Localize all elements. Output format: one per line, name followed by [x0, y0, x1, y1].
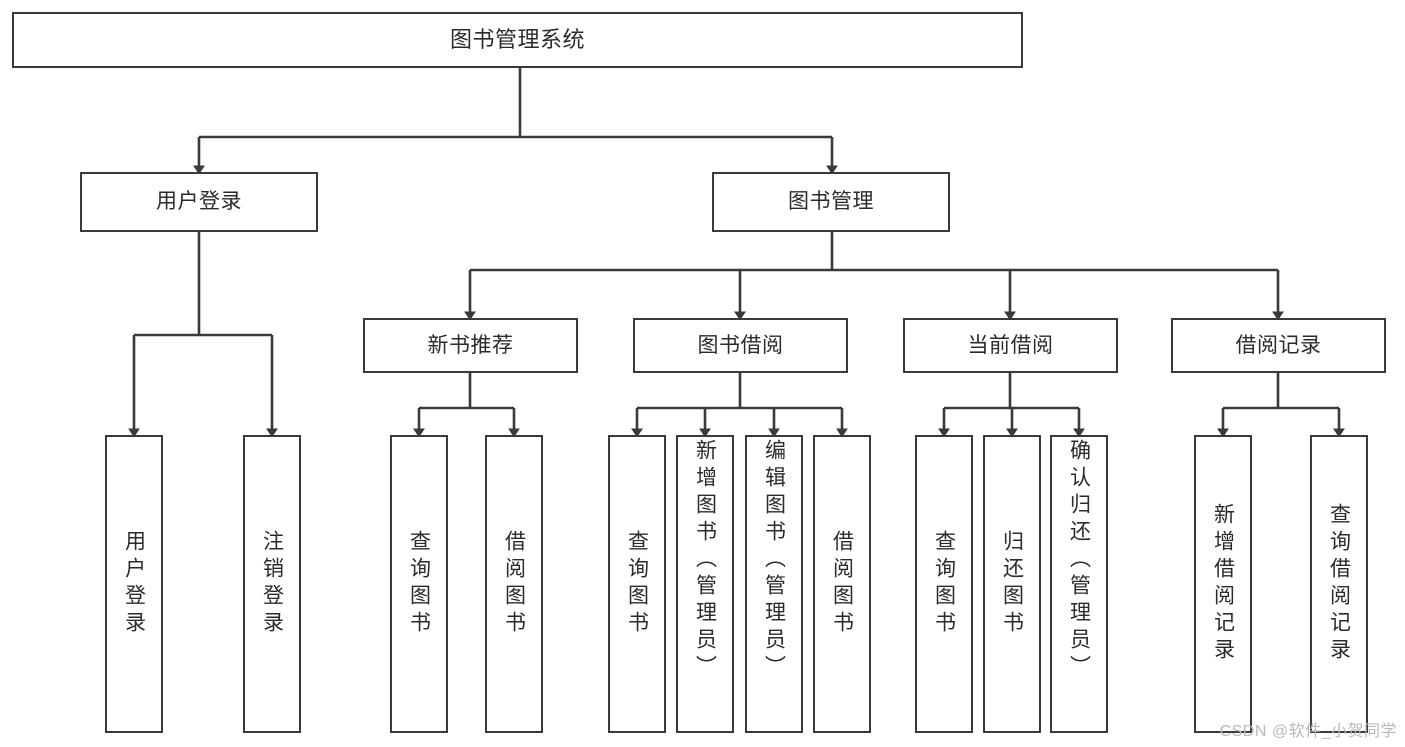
node-current-borrow[interactable]: 当前借阅: [903, 318, 1118, 373]
node-new-book-recommend-label: 新书推荐: [427, 333, 514, 357]
node-leaf-borrow-book-label: 借阅图书: [830, 530, 854, 638]
node-leaf-borrow-book-recommend[interactable]: 借阅图书: [485, 435, 543, 733]
node-leaf-edit-book-admin-label: 编辑图书（管理员）: [762, 439, 786, 682]
node-book-management[interactable]: 图书管理: [712, 172, 950, 232]
node-leaf-query-book-recommend-label: 查询图书: [407, 530, 431, 638]
node-leaf-query-borrow-record-label: 查询借阅记录: [1327, 503, 1351, 665]
node-leaf-add-book-admin-label: 新增图书（管理员）: [693, 439, 717, 682]
node-book-borrow-label: 图书借阅: [697, 333, 784, 357]
node-book-borrow[interactable]: 图书借阅: [633, 318, 848, 373]
node-leaf-user-login-label: 用户登录: [122, 530, 146, 638]
node-leaf-logout[interactable]: 注销登录: [243, 435, 301, 733]
node-leaf-return-book[interactable]: 归还图书: [983, 435, 1041, 733]
node-leaf-query-book-recommend[interactable]: 查询图书: [390, 435, 448, 733]
node-root-system[interactable]: 图书管理系统: [12, 12, 1023, 68]
node-leaf-borrow-book-recommend-label: 借阅图书: [502, 530, 526, 638]
node-leaf-user-login[interactable]: 用户登录: [105, 435, 163, 733]
node-leaf-edit-book-admin[interactable]: 编辑图书（管理员）: [745, 435, 803, 733]
node-leaf-add-borrow-record[interactable]: 新增借阅记录: [1194, 435, 1252, 733]
node-leaf-query-book-borrow[interactable]: 查询图书: [608, 435, 666, 733]
node-user-login[interactable]: 用户登录: [80, 172, 318, 232]
node-user-login-label: 用户登录: [156, 190, 242, 214]
node-leaf-confirm-return-admin[interactable]: 确认归还（管理员）: [1050, 435, 1108, 733]
node-new-book-recommend[interactable]: 新书推荐: [363, 318, 578, 373]
node-leaf-query-book-current-label: 查询图书: [932, 530, 956, 638]
node-leaf-confirm-return-admin-label: 确认归还（管理员）: [1067, 439, 1091, 682]
node-borrow-record[interactable]: 借阅记录: [1171, 318, 1386, 373]
node-current-borrow-label: 当前借阅: [967, 333, 1054, 357]
node-borrow-record-label: 借阅记录: [1235, 333, 1322, 357]
node-leaf-logout-label: 注销登录: [260, 530, 284, 638]
node-leaf-add-book-admin[interactable]: 新增图书（管理员）: [676, 435, 734, 733]
node-leaf-query-book-current[interactable]: 查询图书: [915, 435, 973, 733]
node-root-system-label: 图书管理系统: [449, 26, 585, 52]
node-leaf-query-book-borrow-label: 查询图书: [625, 530, 649, 638]
node-leaf-borrow-book[interactable]: 借阅图书: [813, 435, 871, 733]
node-leaf-query-borrow-record[interactable]: 查询借阅记录: [1310, 435, 1368, 733]
node-leaf-return-book-label: 归还图书: [1000, 530, 1024, 638]
node-book-management-label: 图书管理: [788, 190, 874, 214]
node-leaf-add-borrow-record-label: 新增借阅记录: [1211, 503, 1235, 665]
